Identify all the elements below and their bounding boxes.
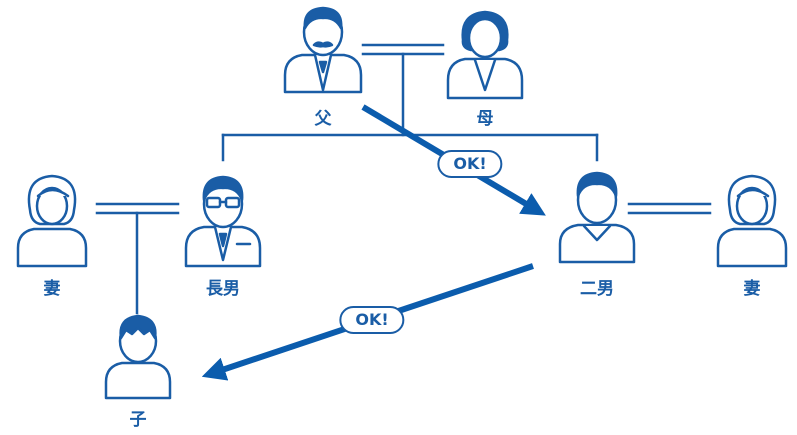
label-eldest-son: 長男 [206,279,240,299]
man-casual-icon [558,171,636,264]
label-second-son: 二男 [580,279,614,299]
woman-long-hair-icon [16,174,88,268]
label-child: 子 [129,410,147,430]
child-icon [104,314,172,400]
label-eldest-wife: 妻 [43,279,61,299]
father-with-mustache-icon [283,6,363,94]
connection-lines [95,43,712,315]
man-glasses-suit-icon [184,175,262,268]
woman-icon [446,10,524,100]
label-second-wife: 妻 [743,279,761,299]
woman-long-hair-icon [716,174,788,268]
ok-badge-father-to-second-son: OK! [437,150,503,178]
ok-badge-second-son-to-child: OK! [339,306,405,334]
label-father: 父 [314,109,332,129]
label-mother: 母 [476,109,494,129]
